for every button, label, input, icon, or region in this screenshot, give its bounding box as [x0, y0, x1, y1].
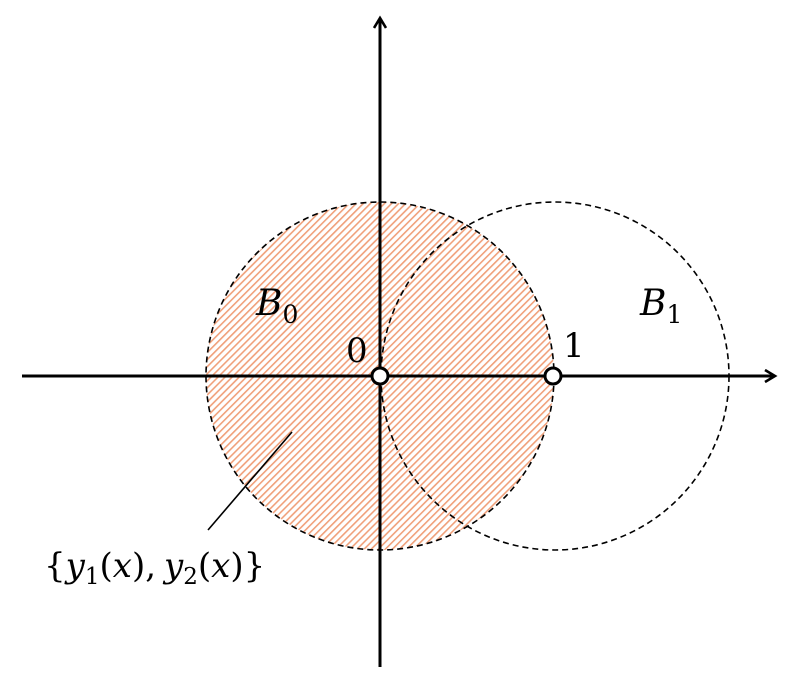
label-one: 1 [563, 326, 585, 366]
label-origin: 0 [346, 331, 368, 371]
set-label-leader-line [207, 431, 293, 531]
set-label: {y1(x),y2(x)} [44, 546, 265, 590]
label-b1: B1 [639, 283, 682, 329]
origin-point [370, 366, 390, 386]
point-one-marker [543, 366, 563, 386]
label-b0: B0 [255, 283, 298, 329]
